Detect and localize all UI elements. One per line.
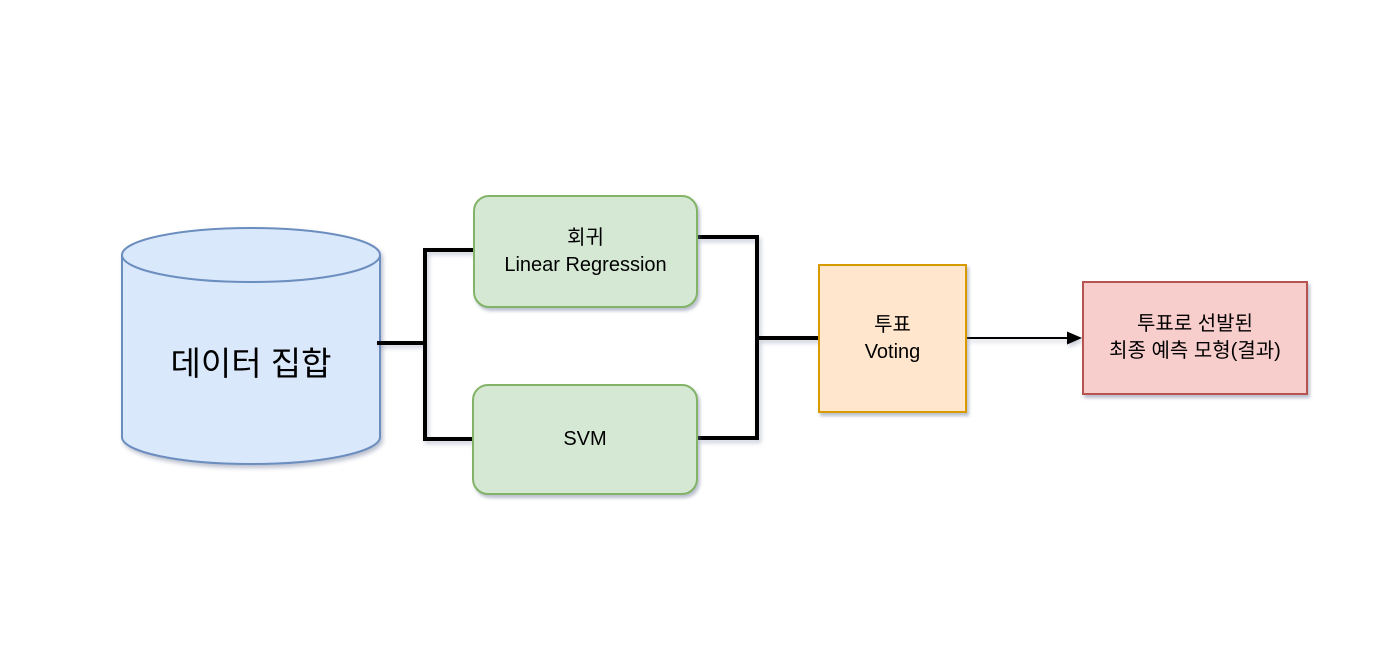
node-result: 투표로 선발된 최종 예측 모형(결과) — [1082, 281, 1308, 395]
dataset-label: 데이터 집합 — [170, 345, 332, 382]
node-linear-regression: 회귀 Linear Regression — [473, 195, 698, 308]
regression-label-korean: 회귀 — [567, 226, 604, 249]
node-svm: SVM — [472, 384, 698, 495]
svm-label: SVM — [563, 428, 607, 450]
node-voting: 투표 Voting — [818, 264, 967, 413]
dataset-cylinder-shape — [121, 227, 381, 465]
cylinder-body — [122, 228, 380, 464]
edge-split-to-models — [423, 248, 473, 441]
arrowhead-icon — [1067, 331, 1082, 345]
edge-voting-to-result — [967, 331, 1082, 345]
connector-lines — [377, 235, 818, 441]
regression-label-english: Linear Regression — [504, 253, 667, 276]
voting-label-english: Voting — [864, 340, 921, 363]
result-label-line2: 최종 예측 모형(결과) — [1109, 340, 1281, 362]
cylinder-rim — [121, 254, 381, 283]
edge-models-to-merge — [698, 235, 759, 440]
result-label-line1: 투표로 선발된 — [1137, 313, 1253, 335]
cylinder-outline — [121, 227, 381, 465]
voting-label-korean: 투표 — [874, 313, 911, 336]
